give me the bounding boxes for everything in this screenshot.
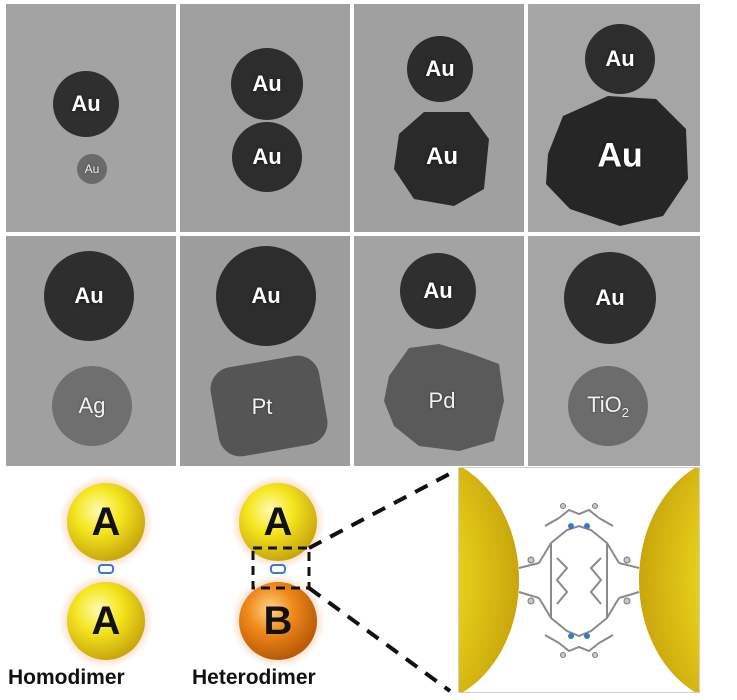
tem-panel-top-1: Au Au [6,4,176,232]
gold-surface-right [639,468,699,692]
sphere-a-top [67,483,145,561]
tem-micrograph [528,4,700,232]
nanoparticle [564,252,656,344]
tem-image-grid: Au Au Au Au Au Au Au Au [6,4,700,466]
tem-panel-bottom-2: Au Pt [180,236,350,466]
nanoparticle [585,24,655,94]
nanoparticle [44,251,134,341]
linker-icon [270,564,286,574]
tem-micrograph [180,4,350,232]
nanoparticle [77,154,107,184]
tem-micrograph [528,236,700,466]
particle-label: Pd [428,388,456,413]
nanoparticle [53,71,119,137]
sphere-b-bottom [239,582,317,660]
nanoparticle [568,366,648,446]
nanoparticle [407,36,473,102]
nanoparticle [384,344,504,451]
sphere-letter: A [263,500,293,544]
gold-surface-left [459,468,519,692]
tem-panel-top-3: Au Au [354,4,524,232]
particle-label: Au [71,91,101,116]
molecular-linker-drawing [459,468,699,692]
nanoparticle [394,112,489,206]
particle-label: Au [425,56,455,81]
zoom-box [251,546,311,590]
tem-panel-bottom-1: Au Ag [6,236,176,466]
tem-micrograph [6,236,176,466]
particle-label: Au [595,285,625,310]
tem-panel-bottom-4: Au TiO2 [528,236,700,466]
tem-micrograph [6,4,176,232]
tem-micrograph [180,236,350,466]
homodimer-caption: Homodimer [8,666,125,689]
tem-micrograph [354,236,524,466]
particle-label: Au [252,71,282,96]
particle-label: Au [423,278,453,303]
particle-label: Au [74,283,104,308]
nanoparticle [52,366,132,446]
particle-label: Au [597,136,643,175]
sphere-a-top [239,483,317,561]
nanoparticle [231,48,303,120]
nanoparticle [210,355,328,457]
zoom-line [308,469,456,550]
molecule [518,508,640,653]
particle-label: Ag [78,393,106,418]
linker-icon [98,564,114,574]
dimer-schematic: A A A B Homodimer Heterodimer [0,466,737,700]
particle-label: Au [252,144,282,169]
nanoparticle [232,122,302,192]
nanoparticle [400,253,476,329]
sphere-letter: B [263,599,293,643]
heterodimer-caption: Heterodimer [192,666,316,689]
particle-label: Au [251,283,281,308]
zoom-line [307,586,452,693]
particle-label-tio2: TiO2 [587,392,629,420]
tem-micrograph [354,4,524,232]
particle-label: Au [426,143,458,170]
tem-panel-top-4: Au Au [528,4,700,232]
tem-panel-top-2: Au Au [180,4,350,232]
nitrogen-atoms [568,523,590,639]
particle-label: Pt [251,394,273,419]
sphere-letter: A [91,500,121,544]
sphere-letter: A [91,599,121,643]
tem-panel-bottom-3: Au Pd [354,236,524,466]
linker-zoom-panel [458,467,700,693]
hydrogen-atoms [527,503,631,658]
particle-label: Au [84,162,100,176]
nanoparticle [216,246,316,346]
particle-label-subscript: 2 [621,405,629,421]
schematic-drawing [59,469,456,693]
nanoparticle [546,96,688,226]
sphere-a-bottom [67,582,145,660]
particle-label: Au [605,46,635,71]
particle-label: TiO [587,391,622,417]
